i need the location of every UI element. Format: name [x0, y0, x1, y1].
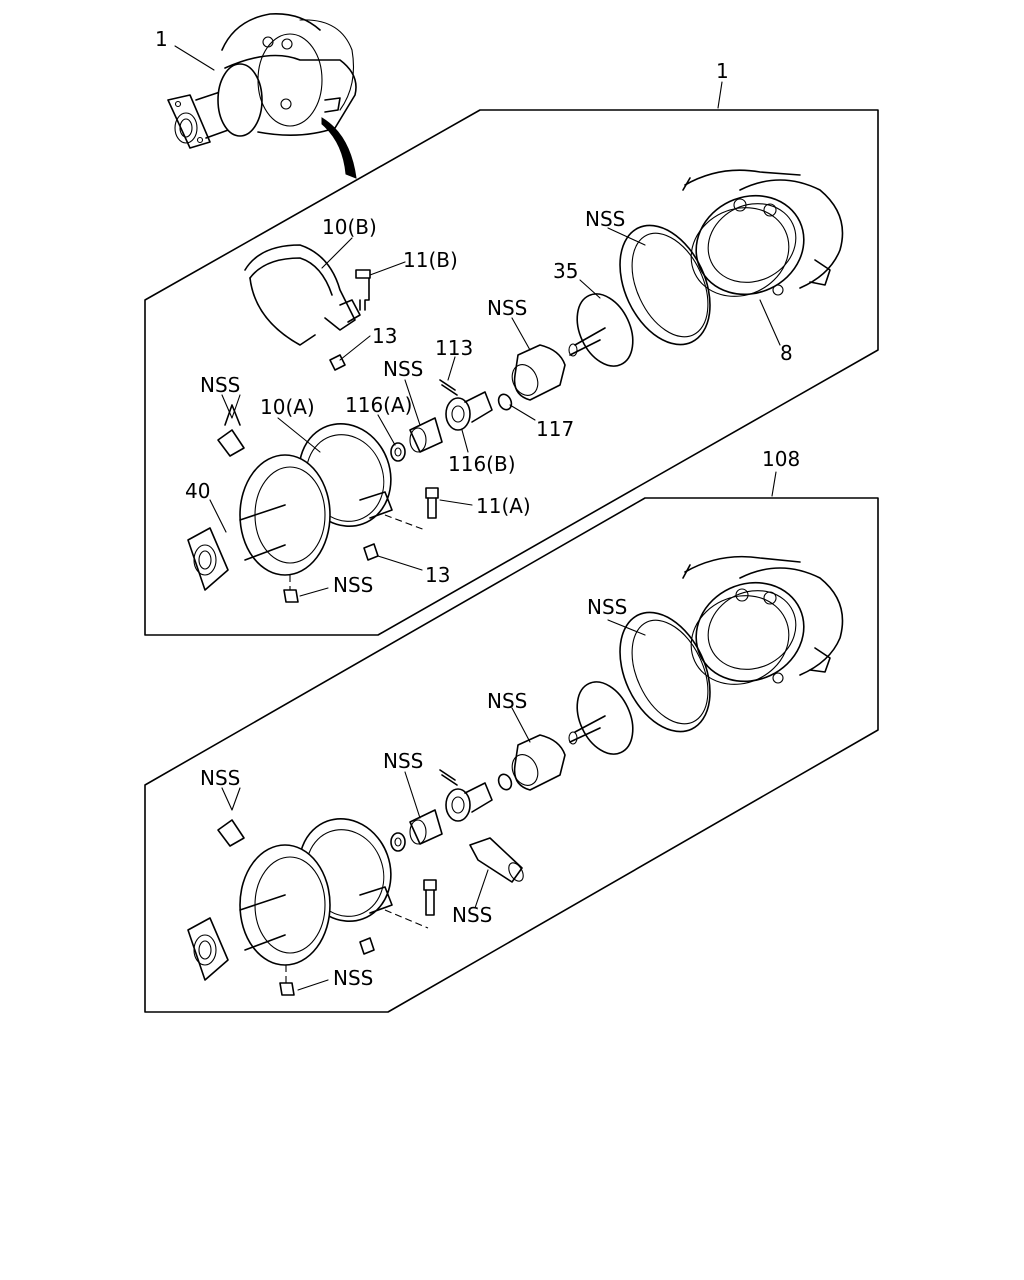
callout-nss-pipe-a: NSS: [200, 373, 240, 397]
clamp-b-drawing: [244, 244, 361, 346]
callout-assembly-a: 1: [716, 59, 729, 83]
callout-nss-seal-108: NSS: [587, 595, 627, 619]
plate-drawing-a: [568, 293, 634, 367]
main-drawing-108: [187, 819, 331, 996]
callout-nss-boot-108: NSS: [487, 689, 527, 713]
callout-assembly-108: 108: [762, 447, 800, 471]
housing-drawing-a: [682, 169, 844, 297]
sleeve-drawing-108: [469, 837, 524, 883]
callout-nss-boot-a: NSS: [487, 296, 527, 320]
callout-nss-bush-a: NSS: [383, 357, 423, 381]
fitting-drawing-a: [445, 391, 493, 431]
callout-oring-117: 117: [536, 417, 574, 441]
assembly-a-frame: [144, 109, 879, 636]
callout-clamp-a: 10(A): [260, 395, 315, 419]
assembly-108-frame: [144, 497, 879, 1013]
fitting-drawing-108: [445, 782, 493, 822]
callout-fitting-116b: 116(B): [448, 452, 516, 476]
callout-gasket-ring: 8: [780, 341, 793, 365]
top-assembly-drawing: [167, 13, 357, 179]
housing-drawing-108: [682, 555, 844, 685]
callout-bolt-a: 11(A): [476, 494, 531, 518]
leaders-a: [209, 227, 781, 597]
callout-nss-seal-upper: NSS: [585, 207, 625, 231]
callout-nss-plug-108: NSS: [333, 966, 373, 990]
callout-nss-pipe-108: NSS: [200, 766, 240, 790]
seal-ring-a: [619, 224, 711, 346]
callout-washer-116a: 116(A): [345, 393, 412, 417]
boot-drawing-a: [511, 344, 566, 401]
callout-clamp-b: 10(B): [322, 215, 377, 239]
callout-nss-sleeve-108: NSS: [452, 903, 492, 927]
callout-nut-upper: 13: [372, 324, 397, 348]
leaders-108: [221, 619, 646, 991]
callout-nut-lower: 13: [425, 563, 450, 587]
callout-nss-bush-108: NSS: [383, 749, 423, 773]
callout-nss-plug-a: NSS: [333, 573, 373, 597]
callout-part-40: 40: [185, 479, 210, 503]
boot-drawing-108: [511, 734, 566, 791]
callout-pin-113: 113: [435, 336, 473, 360]
plate-drawing-108: [568, 681, 634, 755]
callout-plate-35: 35: [553, 259, 578, 283]
callout-top-assembly: 1: [155, 27, 168, 51]
callout-bolt-b: 11(B): [403, 248, 458, 272]
part-40-drawing: [187, 404, 331, 603]
